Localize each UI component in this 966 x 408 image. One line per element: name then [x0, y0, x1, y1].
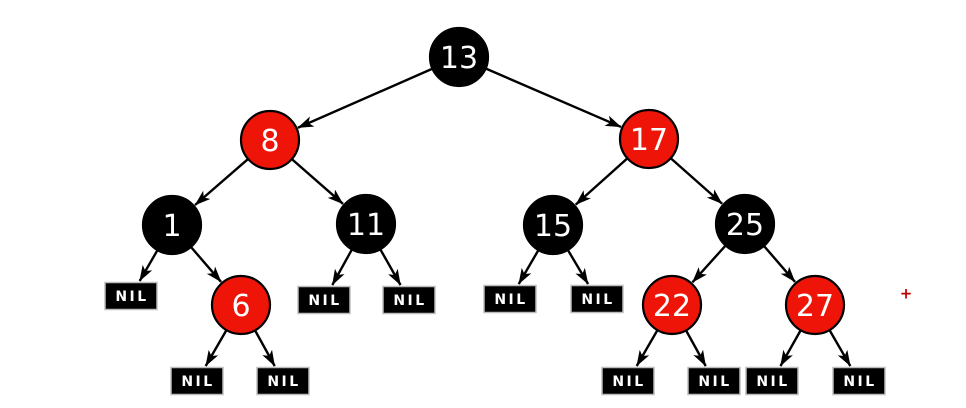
node-circle — [618, 108, 680, 170]
tree-node-15-black: 15 — [522, 194, 584, 256]
nil-leaf-nil-27-left: NIL — [745, 366, 799, 396]
node-value-label: 17 — [630, 123, 668, 158]
nil-box — [256, 366, 310, 396]
nil-box — [745, 366, 799, 396]
node-circle — [210, 274, 272, 336]
nil-label: NIL — [698, 374, 731, 390]
node-value-label: 8 — [260, 124, 279, 159]
node-circle — [239, 109, 301, 171]
nil-leaf-nil-1-left: NIL — [104, 281, 158, 311]
nil-leaf-nil-27-right: NIL — [832, 366, 886, 396]
node-value-label: 6 — [231, 289, 250, 324]
node-circle — [784, 274, 846, 336]
nil-label: NIL — [494, 292, 527, 308]
node-value-label: 25 — [726, 208, 764, 243]
tree-node-27-red: 27 — [784, 274, 846, 336]
nil-leaf-nil-15-left: NIL — [483, 284, 537, 314]
node-value-label: 15 — [534, 209, 572, 244]
node-circle — [714, 193, 776, 255]
nil-label: NIL — [181, 374, 214, 390]
tree-node-6-red: 6 — [210, 274, 272, 336]
nil-leaf-nil-15-right: NIL — [570, 284, 624, 314]
node-circle — [641, 274, 703, 336]
cursor-plus-icon: + — [900, 284, 913, 302]
nil-box — [687, 366, 741, 396]
nil-label: NIL — [308, 293, 341, 309]
nil-leaves-layer: NIL NIL NIL NIL NIL NIL NIL NIL NIL NIL NIL — [104, 281, 886, 396]
node-value-label: 1 — [162, 209, 181, 244]
tree-node-8-red: 8 — [239, 109, 301, 171]
nil-box — [297, 285, 351, 315]
nil-label: NIL — [115, 289, 148, 305]
nil-label: NIL — [393, 293, 426, 309]
nil-box — [601, 366, 655, 396]
node-circle — [335, 193, 397, 255]
nil-box — [483, 284, 537, 314]
nil-label: NIL — [612, 374, 645, 390]
tree-node-17-red: 17 — [618, 108, 680, 170]
nil-leaf-nil-6-right: NIL — [256, 366, 310, 396]
tree-node-1-black: 1 — [141, 194, 203, 256]
nil-box — [832, 366, 886, 396]
tree-node-13-black: 13 — [428, 26, 490, 88]
nil-box — [570, 284, 624, 314]
tree-node-25-black: 25 — [714, 193, 776, 255]
nil-leaf-nil-6-left: NIL — [170, 366, 224, 396]
nil-label: NIL — [843, 374, 876, 390]
nil-label: NIL — [581, 292, 614, 308]
nil-box — [382, 285, 436, 315]
node-value-label: 11 — [347, 208, 385, 243]
tree-node-22-red: 22 — [641, 274, 703, 336]
node-circle — [522, 194, 584, 256]
nil-box — [104, 281, 158, 311]
nil-leaf-nil-11-left: NIL — [297, 285, 351, 315]
node-circle — [141, 194, 203, 256]
nil-leaf-nil-22-left: NIL — [601, 366, 655, 396]
nil-label: NIL — [756, 374, 789, 390]
node-value-label: 22 — [653, 289, 691, 324]
cursor-layer: + — [900, 284, 913, 302]
node-value-label: 13 — [440, 41, 478, 76]
tree-node-11-black: 11 — [335, 193, 397, 255]
node-circle — [428, 26, 490, 88]
nil-leaf-nil-11-right: NIL — [382, 285, 436, 315]
nil-box — [170, 366, 224, 396]
nil-label: NIL — [267, 374, 300, 390]
node-value-label: 27 — [796, 289, 834, 324]
nil-leaf-nil-22-right: NIL — [687, 366, 741, 396]
